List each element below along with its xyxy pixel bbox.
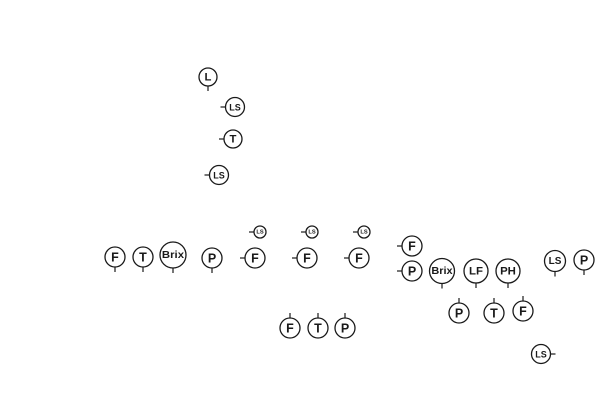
instrument-label: F [111,251,119,265]
instrument-label: Brix [162,250,185,261]
instrument-label: P [341,322,349,336]
instrument-circle [132,246,154,268]
instrument-label: F [408,240,416,254]
instrument-label: P [408,265,416,279]
instrument-circle [253,225,267,239]
instrument-bubble-ls-2: LS [204,164,230,186]
instrument-circle [296,247,318,269]
instrument-bubble-lf-1: LF [463,258,489,288]
instrument-circle [401,260,423,282]
instrument-circle [201,247,223,269]
instrument-bubble-t-1: T [219,129,243,149]
instrument-bubble-ls-3: LS [249,225,267,239]
instrument-bubble-p-2: P [397,260,423,282]
instrument-circle [543,249,567,273]
instrument-label: L [205,72,212,84]
instrument-circle [357,225,371,239]
instrument-bubble-ls-1: LS [220,96,246,118]
instrument-label: T [490,307,498,321]
instrument-circle [428,257,456,285]
instrument-circle [573,249,595,271]
instrument-bubble-ls-5: LS [353,225,371,239]
instrument-bubble-l-1: L [198,67,218,91]
instrument-bubble-ph-1: PH [495,258,521,288]
instrument-bubble-ls-4: LS [301,225,319,239]
instrument-circle [223,129,243,149]
instrument-circle [279,317,301,339]
instrument-label: LS [256,230,263,236]
instrument-label: LS [360,230,367,236]
instrument-circle [348,247,370,269]
instrument-bubble-f-2: F [240,247,266,269]
instrument-circle [224,96,246,118]
instrument-label: F [286,322,294,336]
instrument-circle [495,258,521,284]
instrument-label: T [230,134,237,146]
instrument-circle [104,246,126,268]
instrument-label: F [251,252,259,266]
instrument-bubble-t-3: T [483,298,505,324]
instrument-circle [483,302,505,324]
instrument-label: T [314,322,322,336]
instrument-circle [198,67,218,87]
instrument-label: PH [500,266,516,278]
instrument-bubble-ls-6: LS [543,249,567,277]
instrument-label: LS [549,256,562,267]
instrument-bubble-f-6: F [512,296,534,322]
instrument-circle [208,164,230,186]
instrument-bubble-p-1: P [201,247,223,273]
instrument-circle [512,300,534,322]
instrument-label: P [208,252,216,266]
instrument-bubble-t-4: T [307,313,329,339]
instrument-bubble-f-4: F [344,247,370,269]
instrument-circle [244,247,266,269]
instrument-bubble-f-1: F [104,246,126,272]
instrument-label: T [139,251,147,265]
instrument-circle [401,235,423,257]
instrument-circle [307,317,329,339]
instrument-label: Brix [431,266,453,277]
instrument-label: F [355,252,363,266]
instrument-bubble-p-3: P [573,249,595,275]
instrument-label: LS [229,103,241,113]
instrument-circle [334,317,356,339]
instrument-label: LF [469,266,483,278]
instrument-bubble-f-5: F [397,235,423,257]
instrument-circle [305,225,319,239]
instrument-label: F [303,252,311,266]
instrument-bubble-f-7: F [279,313,301,339]
instrument-label: F [519,305,527,319]
instrument-bubble-brix-2: Brix [428,257,456,289]
instrument-bubble-f-3: F [292,247,318,269]
instrument-bubble-t-2: T [132,246,154,272]
instrument-bubble-brix-1: Brix [159,241,187,273]
instrument-circle [159,241,187,269]
instrument-label: LS [535,350,547,360]
instrument-label: LS [308,230,315,236]
instrument-label: P [455,307,463,321]
instrument-bubble-p-4: P [448,298,470,324]
instrument-bubble-p-5: P [334,313,356,339]
instrument-circle [530,343,552,365]
instrument-label: LS [213,171,225,181]
instrument-circle [463,258,489,284]
instrument-circle [448,302,470,324]
instrument-bubble-ls-7: LS [530,343,556,365]
instrument-label: P [580,254,588,268]
